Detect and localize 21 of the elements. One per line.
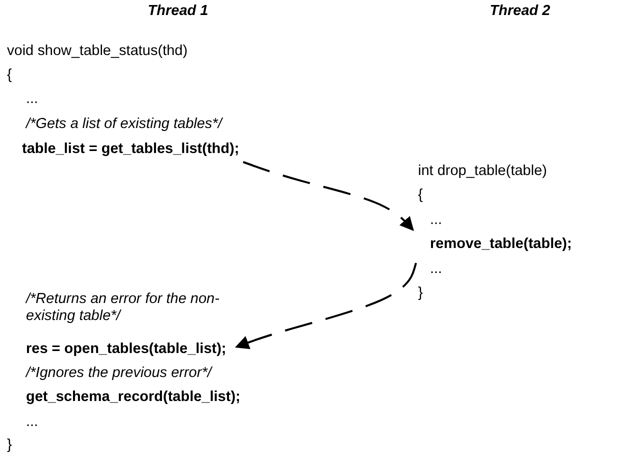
code-line: ...	[430, 261, 442, 278]
code-comment: /*Gets a list of existing tables*/	[26, 116, 222, 133]
dashed-arrow	[242, 161, 414, 232]
column-heading: Thread 2	[490, 3, 550, 20]
code-line: }	[7, 437, 12, 454]
column-heading: Thread 1	[148, 3, 208, 20]
code-comment: /*Ignores the previous error*/	[26, 365, 212, 382]
code-line: remove_table(table);	[430, 236, 572, 253]
code-comment: /*Returns an error for the non-existing table*/	[26, 291, 220, 325]
code-line: ...	[26, 91, 38, 108]
code-line: ...	[26, 414, 38, 431]
code-line: {	[418, 187, 423, 204]
code-line: table_list = get_tables_list(thd);	[22, 141, 240, 158]
code-line: void show_table_status(thd)	[7, 43, 188, 60]
code-line: get_schema_record(table_list);	[26, 389, 240, 406]
code-line: res = open_tables(table_list);	[26, 341, 226, 358]
code-line: {	[7, 67, 12, 84]
code-line: int drop_table(table)	[418, 163, 547, 180]
dashed-arrow	[234, 262, 417, 350]
code-line: ...	[430, 212, 442, 229]
code-line: }	[418, 285, 423, 302]
